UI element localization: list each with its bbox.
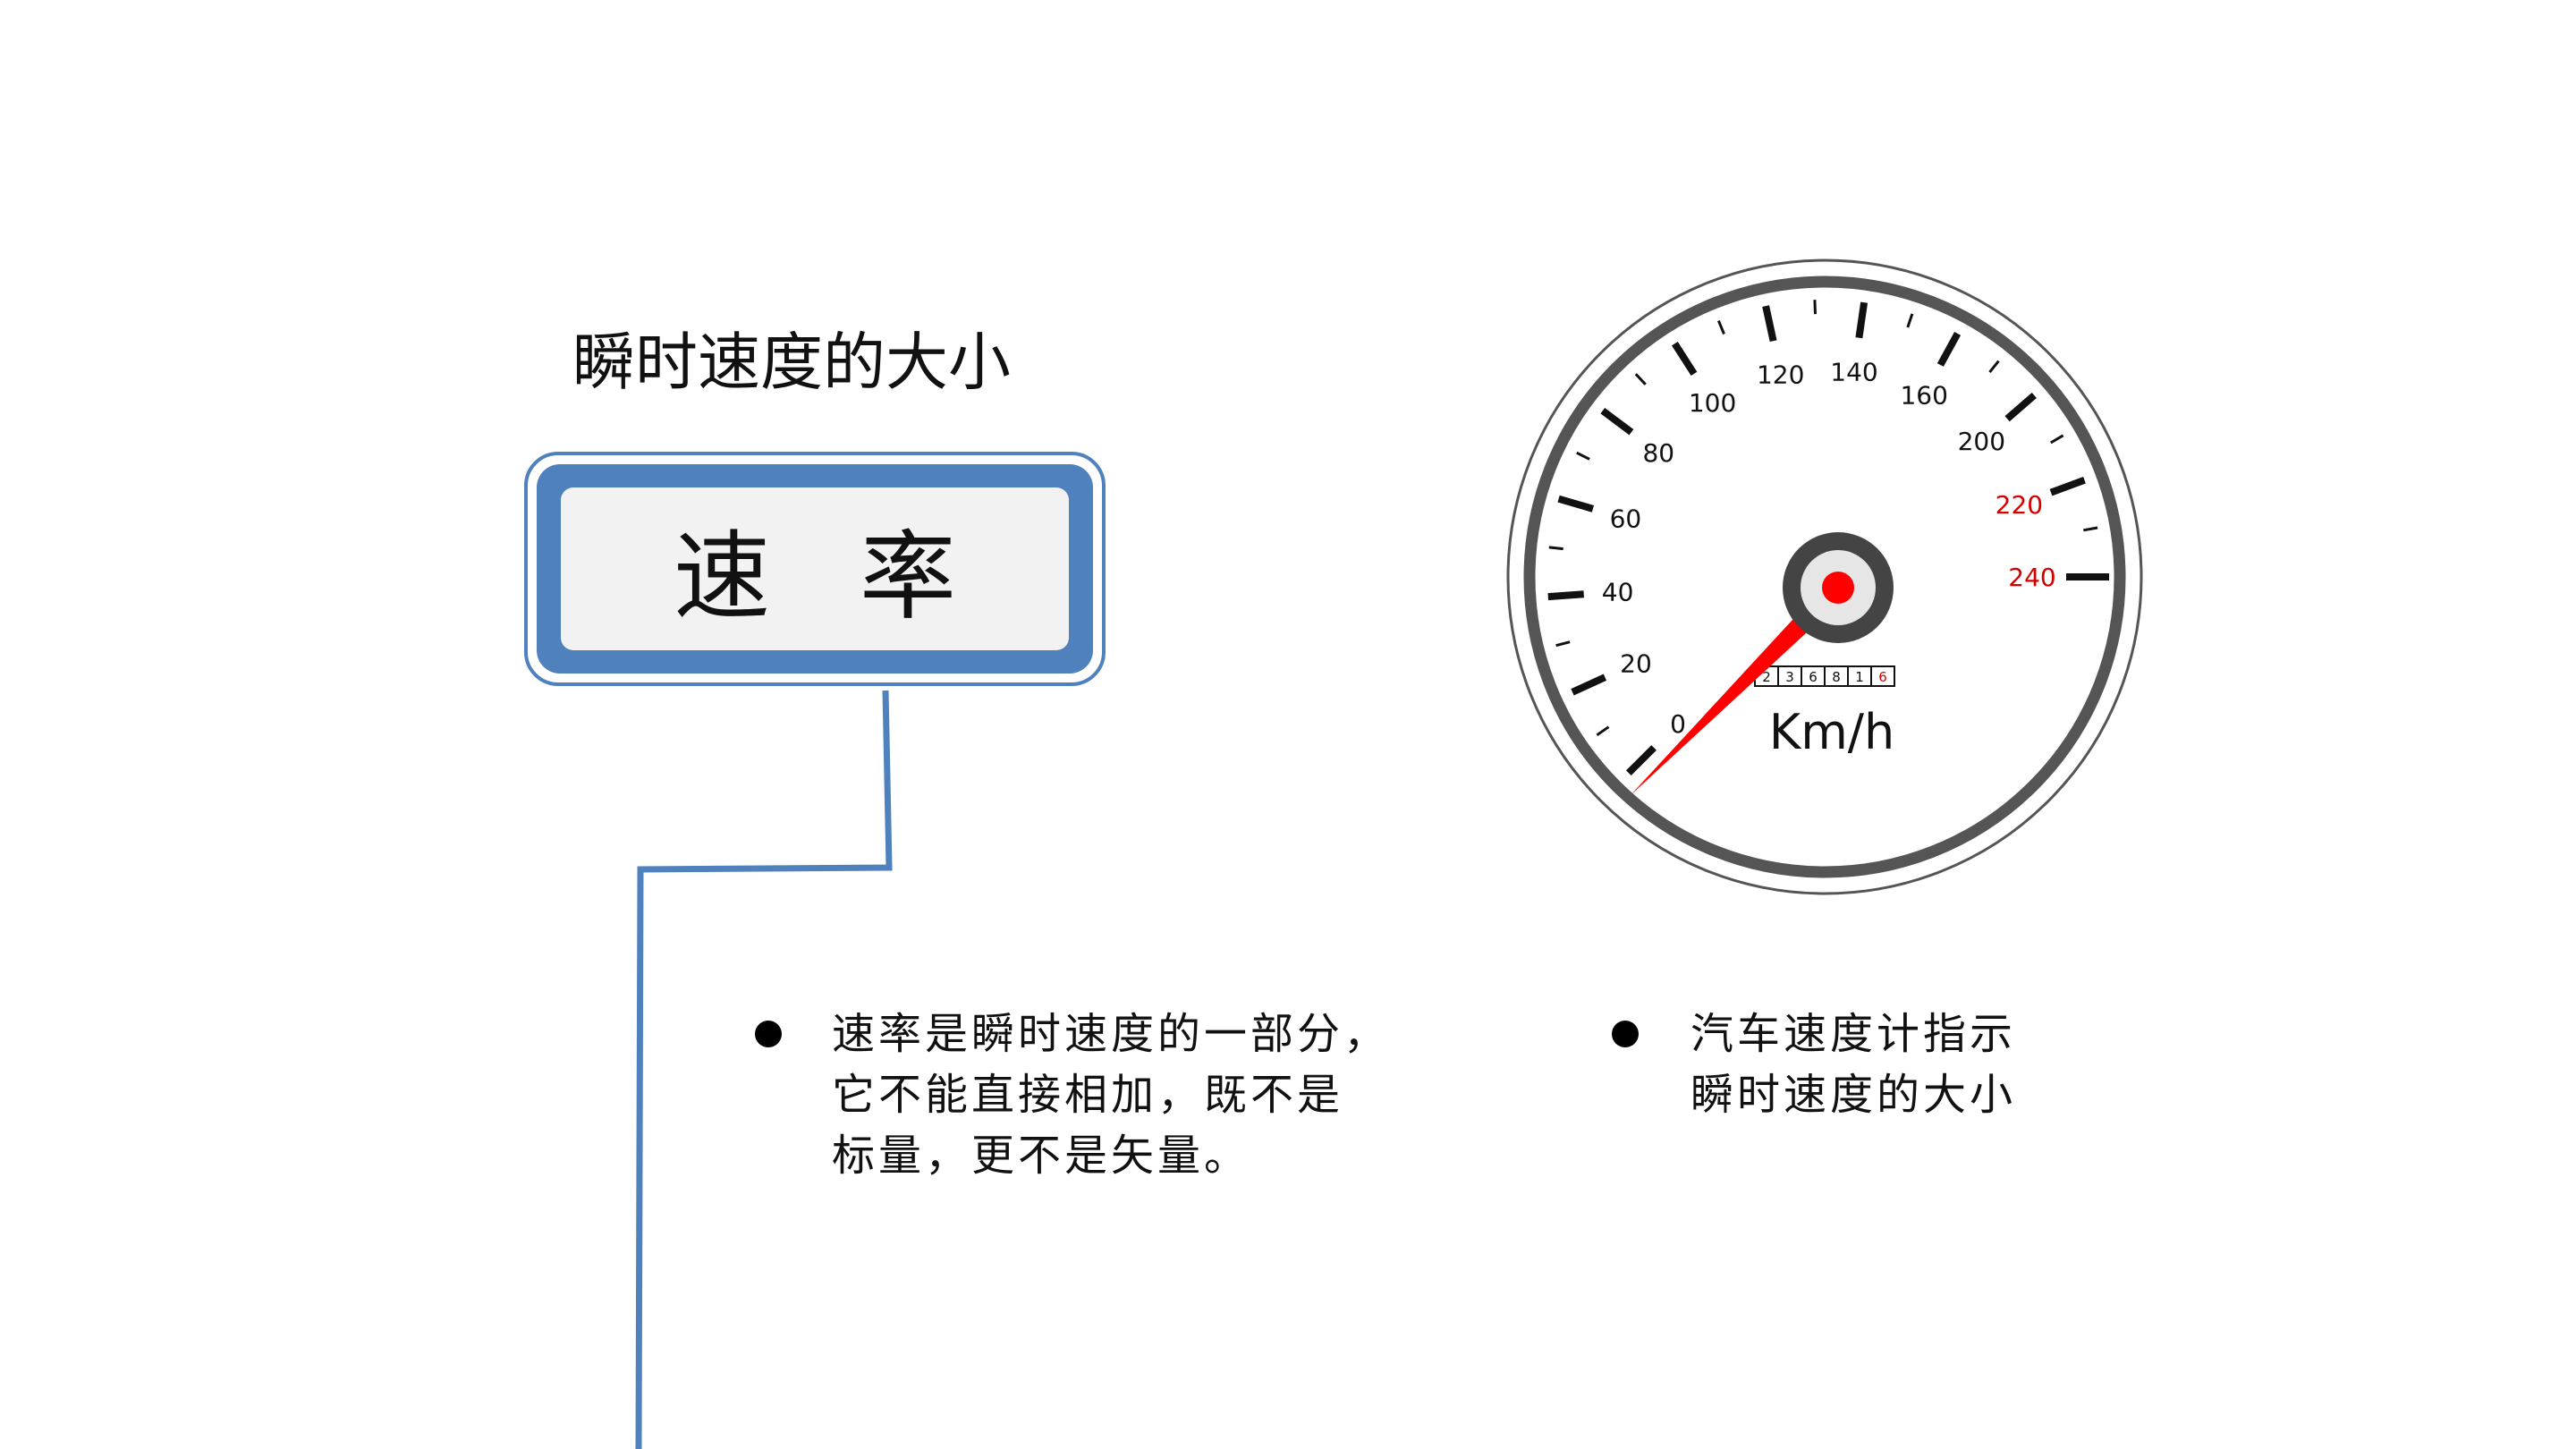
speedometer-needle — [1629, 579, 1847, 797]
scale-label: 160 — [1900, 380, 1947, 410]
scale-label: 20 — [1620, 648, 1652, 678]
speedometer-scale-labels: 0 20 40 60 80 100 120 140 160 200 220 240 — [1602, 357, 2056, 739]
odometer-digit: 2 — [1762, 669, 1771, 685]
speed-unit-label: Km/h — [1769, 704, 1894, 760]
bullet-line: 汽车速度计指示 — [1690, 1009, 2017, 1059]
speedometer-ticks — [1547, 300, 2109, 776]
minor-tick — [1988, 360, 2000, 374]
major-tick — [2049, 476, 2086, 496]
scale-label: 100 — [1689, 388, 1736, 418]
bullet-line: 标量，更不是矢量。 — [832, 1131, 1251, 1181]
scale-label: 80 — [1642, 438, 1674, 468]
bullet-dot — [1612, 1021, 1639, 1047]
major-tick — [1936, 331, 1962, 367]
major-tick — [1571, 674, 1607, 696]
scale-label: 200 — [1958, 427, 2005, 456]
scale-label: 220 — [1996, 490, 2043, 520]
bullet-line: 它不能直接相加，既不是 — [832, 1070, 1344, 1120]
bullet-dot — [755, 1021, 782, 1047]
section-heading: 瞬时速度的大小 — [572, 326, 1011, 399]
scale-label: 120 — [1757, 360, 1804, 389]
term-label: 速率 — [673, 521, 1046, 633]
scale-label: 240 — [2008, 563, 2055, 592]
bullet-line: 瞬时速度的大小 — [1690, 1070, 2017, 1120]
major-tick — [1547, 590, 1584, 601]
scale-label: 40 — [1602, 578, 1634, 607]
minor-tick — [1906, 313, 1914, 328]
odometer-digit: 6 — [1878, 669, 1887, 685]
major-tick — [1762, 305, 1777, 343]
needle-hub-cap — [1822, 572, 1854, 604]
major-tick — [2004, 392, 2037, 422]
odometer-digit: 8 — [1832, 669, 1841, 685]
bullet-text-speedometer: 汽车速度计指示 瞬时速度的大小 — [1690, 1004, 2191, 1125]
bullet-text-speed-rate: 速率是瞬时速度的一部分， 它不能直接相加，既不是 标量，更不是矢量。 — [832, 1004, 1494, 1186]
minor-tick — [1548, 546, 1563, 551]
minor-tick — [1634, 373, 1647, 386]
odometer-digit: 3 — [1785, 669, 1794, 685]
minor-tick — [2083, 526, 2098, 532]
minor-tick — [1576, 451, 1590, 461]
major-tick — [1625, 745, 1657, 776]
minor-tick — [1555, 640, 1571, 648]
major-tick — [1672, 342, 1698, 377]
major-tick — [1557, 495, 1595, 513]
minor-tick — [1813, 300, 1817, 315]
minor-tick — [1717, 320, 1725, 335]
minor-tick — [2050, 434, 2064, 445]
scale-label: 140 — [1830, 357, 1877, 386]
scale-label: 0 — [1670, 709, 1686, 739]
major-tick — [1855, 301, 1868, 339]
major-tick — [1600, 407, 1634, 436]
odometer-digit: 1 — [1855, 669, 1864, 685]
scale-label: 60 — [1610, 504, 1642, 534]
odometer-cell — [1870, 665, 1895, 687]
minor-tick — [1596, 725, 1610, 737]
term-box: 速率 — [561, 487, 1069, 650]
odometer-digit: 6 — [1809, 669, 1818, 685]
bullet-line: 速率是瞬时速度的一部分， — [832, 1009, 1391, 1059]
